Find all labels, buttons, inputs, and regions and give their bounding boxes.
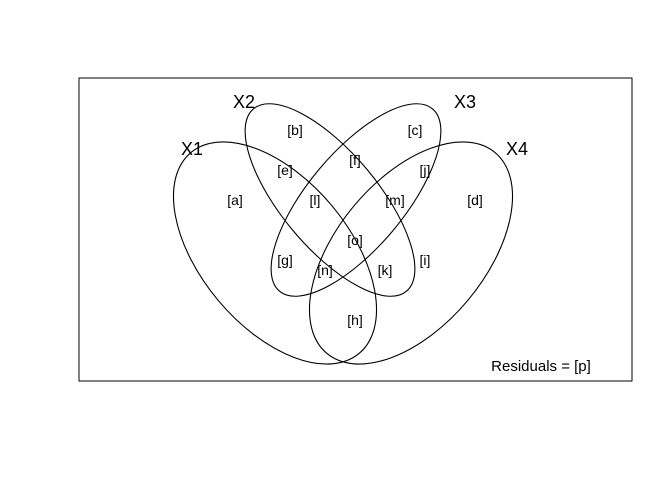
region-m-label: [m] — [385, 192, 404, 208]
set-x4-ellipse — [308, 141, 514, 365]
region-a-label: [a] — [227, 192, 243, 208]
region-k-label: [k] — [378, 262, 393, 278]
region-n-label: [n] — [317, 262, 333, 278]
set-x3-ellipse — [270, 103, 442, 297]
set-x4-label: X4 — [506, 139, 528, 159]
set-x2-label: X2 — [233, 92, 255, 112]
set-x2-ellipse — [244, 103, 416, 297]
region-f-label: [f] — [349, 152, 361, 168]
set-x1-label: X1 — [181, 139, 203, 159]
region-d-label: [d] — [467, 192, 483, 208]
region-h-label: [h] — [347, 312, 363, 328]
residuals-label: Residuals = [p] — [491, 358, 591, 375]
region-c-label: [c] — [408, 122, 423, 138]
set-x1-ellipse — [172, 141, 378, 365]
set-x3-label: X3 — [454, 92, 476, 112]
region-j-label: [j] — [420, 162, 431, 178]
plot-frame — [78, 77, 633, 382]
region-i-label: [i] — [420, 252, 431, 268]
region-g-label: [g] — [277, 252, 293, 268]
region-b-label: [b] — [287, 122, 303, 138]
region-l-label: [l] — [310, 192, 321, 208]
region-e-label: [e] — [277, 162, 293, 178]
region-o-label: [o] — [347, 232, 363, 248]
